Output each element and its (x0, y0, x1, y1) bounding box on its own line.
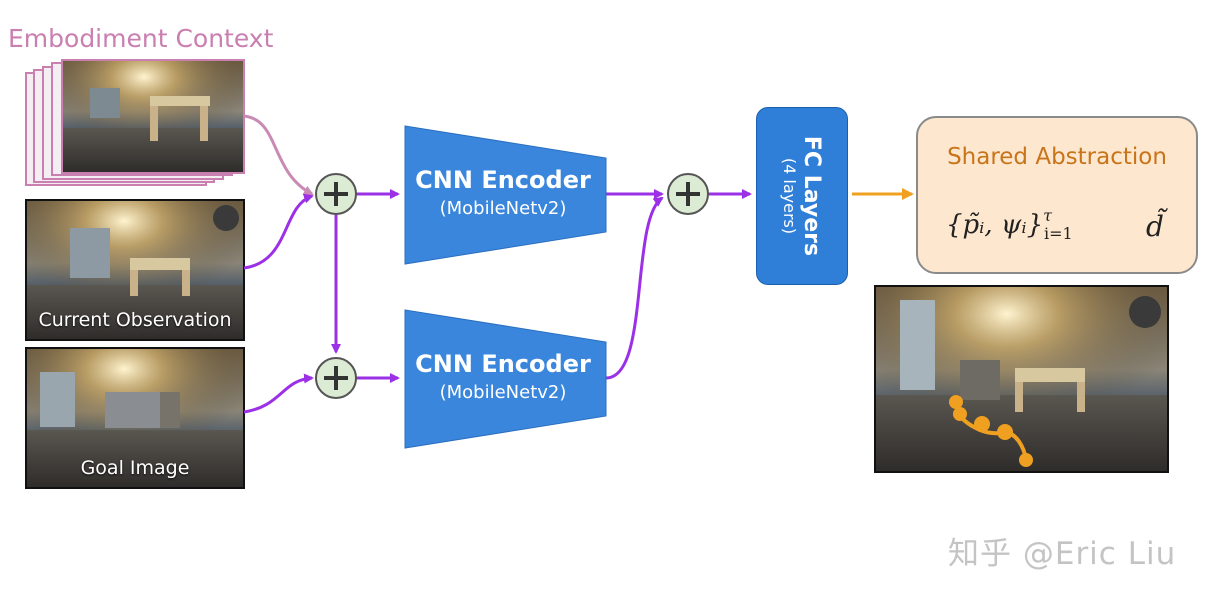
cnn-encoder-1-label: CNN Encoder (MobileNetv2) (398, 166, 608, 219)
shared-abstraction-box: Shared Abstraction {p̃ᵢ, ψᵢ}τi=1 d̃ (916, 116, 1198, 274)
formula-subscript: i=1 (1043, 224, 1073, 243)
fc-layers-title: FC Layers (799, 135, 824, 257)
distance-formula: d̃ (1146, 210, 1164, 243)
waypoint (953, 407, 967, 421)
context-arrow (243, 114, 314, 196)
fc-layers-label: FC Layers (4 layers) (780, 136, 824, 256)
encoder2-to-plus3-arrow (605, 196, 664, 380)
formula-set: {p̃ᵢ, ψᵢ} (946, 210, 1044, 240)
goal-arrow (243, 373, 314, 414)
cnn-encoder-2-shape (404, 309, 607, 449)
cnn-encoder-1-subtitle: (MobileNetv2) (439, 198, 567, 219)
watermark: 知乎 @Eric Liu (948, 536, 1177, 572)
fc-layers-box: FC Layers (4 layers) (756, 107, 848, 285)
embodiment-context-title: Embodiment Context (8, 24, 274, 53)
observation-arrow (243, 193, 314, 270)
waypoint (997, 424, 1013, 440)
cnn-encoder-2-subtitle: (MobileNetv2) (439, 382, 567, 403)
output-trajectory-image (874, 285, 1169, 473)
plus-node-3 (667, 173, 709, 215)
waypoint-set-formula: {p̃ᵢ, ψᵢ}τi=1 (946, 206, 1073, 243)
plus-node-1 (315, 173, 357, 215)
fc-layers-subtitle: (4 layers) (780, 157, 799, 235)
waypoint (974, 416, 990, 432)
shared-abstraction-title: Shared Abstraction (947, 144, 1167, 170)
cnn-encoder-2-title: CNN Encoder (415, 350, 591, 378)
current-observation-caption: Current Observation (38, 309, 232, 331)
plus-node-2 (315, 357, 357, 399)
current-observation-image (25, 199, 245, 341)
formula-superscript: τ (1043, 206, 1052, 225)
cnn-encoder-2-label: CNN Encoder (MobileNetv2) (398, 350, 608, 403)
embodiment-context-stack (25, 59, 245, 186)
waypoint (1019, 453, 1033, 467)
goal-image (25, 347, 245, 489)
waypoint (949, 395, 963, 409)
cnn-encoder-1-title: CNN Encoder (415, 166, 591, 194)
cnn-encoder-1-shape (404, 125, 607, 265)
embodiment-context-frame-image (61, 59, 245, 174)
goal-image-caption: Goal Image (80, 457, 190, 479)
